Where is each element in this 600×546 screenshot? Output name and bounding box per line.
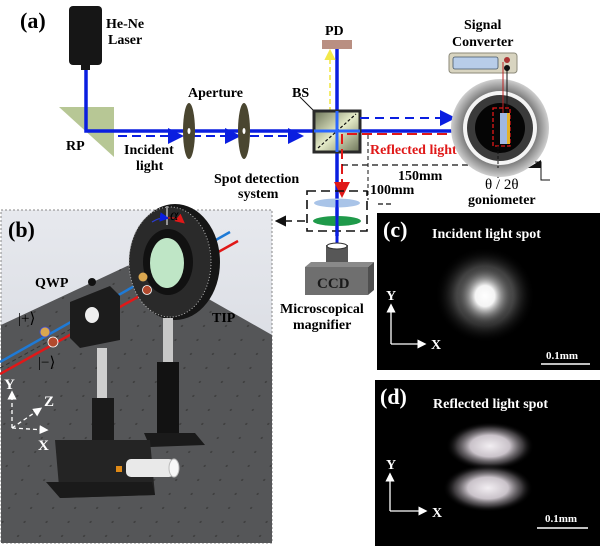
ccd-top — [305, 262, 374, 267]
photon-minus-tip — [142, 285, 152, 295]
panel-c-tag: (c) — [383, 217, 407, 242]
laser-nozzle — [81, 64, 90, 70]
photon-minus — [47, 336, 59, 348]
photon-plus — [39, 326, 51, 338]
panel-d: (d) Reflected light spot Y X 0.1mm — [375, 380, 600, 546]
spot-label-1: Spot detection — [214, 172, 299, 187]
converter-black-terminal — [504, 65, 510, 71]
incident-label-2: light — [136, 159, 164, 174]
ccd-lens-tube — [326, 245, 348, 267]
rotation-arrow-left — [151, 212, 170, 223]
signal-label-2: Converter — [452, 35, 513, 50]
reflected-spot-upper — [446, 422, 534, 470]
pd-label: PD — [325, 24, 344, 39]
aperture-1-hole — [187, 128, 191, 134]
tip-post-base — [144, 433, 205, 447]
panel-d-title: Reflected light spot — [433, 397, 548, 412]
aperture-2-hole — [242, 128, 246, 134]
qwp-knob — [88, 278, 96, 286]
converter-red-terminal — [504, 57, 510, 63]
micro-label-2: magnifier — [293, 318, 351, 333]
tip-label: TIP — [212, 311, 236, 326]
stage-bottom — [46, 482, 155, 498]
panel-b: (b) α TIP QWP | — [0, 204, 273, 544]
goniometer-label: goniometer — [468, 193, 536, 208]
laser-body — [69, 6, 102, 65]
micrometer-end — [168, 458, 180, 478]
axis-z-label: Z — [44, 394, 54, 410]
laser-label-2: Laser — [108, 33, 142, 48]
qwp-aperture — [85, 307, 99, 323]
d-scale-label: 0.1mm — [545, 513, 577, 525]
tip-sample — [150, 238, 184, 288]
laser-label-1: He-Ne — [106, 17, 144, 32]
qwp-post — [97, 348, 107, 398]
rotation-arrow-right — [167, 213, 185, 224]
bs-label: BS — [292, 86, 309, 101]
gonio-foot — [528, 160, 541, 168]
panel-a-tag: (a) — [20, 8, 46, 33]
spot-label-2: system — [238, 187, 279, 202]
tip-post — [163, 318, 173, 362]
panel-a: (a) He-Ne Laser RP Incident light Apertu… — [20, 6, 550, 333]
sample-film — [507, 113, 510, 144]
axis-x-label: X — [38, 438, 49, 454]
d-axis-y-label: Y — [386, 458, 396, 473]
axis-z-arrow — [11, 407, 43, 429]
c-scale-label: 0.1mm — [546, 350, 578, 362]
sample — [500, 113, 508, 144]
reflected-label: Reflected light — [370, 143, 457, 158]
theta-label: θ / 2θ — [485, 177, 519, 193]
stage-lock — [116, 466, 122, 472]
signal-label-1: Signal — [464, 18, 501, 33]
axis-x-arrow — [11, 425, 49, 435]
reflected-spot-lower — [443, 464, 533, 512]
qwp-post-holder — [92, 398, 114, 448]
dist-100-label: 100mm — [370, 183, 415, 198]
micro-label-1: Microscopical — [280, 302, 364, 317]
ccd-lens-top — [326, 242, 348, 250]
c-axis-y-label: Y — [386, 289, 396, 304]
panel-b-tag: (b) — [8, 217, 35, 242]
micrometer — [126, 459, 174, 477]
qwp-label: QWP — [35, 276, 69, 291]
incident-spot — [457, 266, 513, 326]
photon-plus-tip — [138, 272, 148, 282]
converter-screen — [452, 56, 499, 70]
alpha-label: α — [170, 207, 179, 224]
rp-label: RP — [66, 139, 85, 154]
ccd-label: CCD — [317, 276, 350, 292]
panel-c: (c) Incident light spot Y X 0.1mm — [377, 213, 600, 370]
d-axis-x-label: X — [432, 506, 442, 521]
aperture-label: Aperture — [188, 86, 243, 101]
bs-pointer — [299, 96, 314, 111]
plus-state-label: |+⟩ — [18, 311, 35, 327]
panel-d-tag: (d) — [380, 384, 407, 409]
tip-post-holder — [157, 362, 179, 437]
dist-150-label: 150mm — [398, 169, 443, 184]
axis-y-label: Y — [4, 377, 15, 393]
incident-label-1: Incident — [124, 143, 174, 158]
photodetector — [322, 40, 352, 49]
panel-c-title: Incident light spot — [432, 227, 541, 242]
c-axis-x-label: X — [431, 338, 441, 353]
minus-state-label: |−⟩ — [38, 355, 55, 371]
ccd-body — [305, 267, 368, 295]
